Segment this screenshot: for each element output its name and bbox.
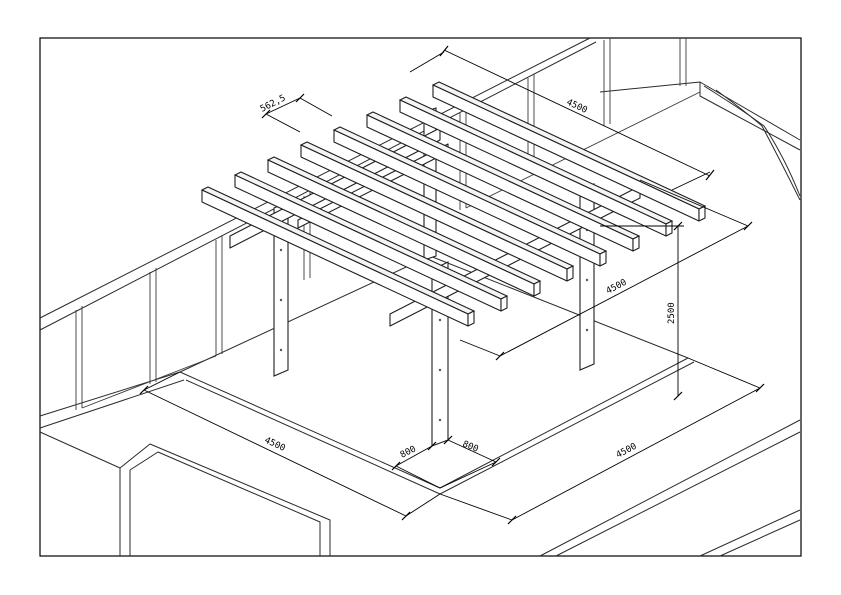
rafter-end bbox=[566, 265, 574, 282]
dim-rafter-spacing: 562,5 bbox=[259, 93, 288, 114]
rafter-end bbox=[533, 280, 541, 297]
rafter-end bbox=[698, 205, 706, 222]
dim-bottom-left-width: 4500 bbox=[263, 436, 287, 454]
dim-mid-width: 4500 bbox=[605, 278, 629, 297]
rafters bbox=[200, 81, 707, 327]
dimension-lines bbox=[139, 45, 765, 525]
dim-offset-right: 800 bbox=[461, 440, 480, 455]
drawing-frame bbox=[39, 37, 802, 557]
rafter-end bbox=[467, 310, 475, 327]
rafter-end bbox=[500, 295, 508, 312]
rafter-end bbox=[632, 235, 640, 252]
dim-offset-left: 800 bbox=[399, 444, 418, 460]
rafter-end bbox=[599, 250, 607, 267]
dim-height: 2500 bbox=[667, 302, 677, 324]
rafter-end bbox=[665, 220, 673, 237]
terrace-floor bbox=[39, 37, 801, 557]
dim-bottom-right-depth: 4500 bbox=[615, 442, 639, 461]
